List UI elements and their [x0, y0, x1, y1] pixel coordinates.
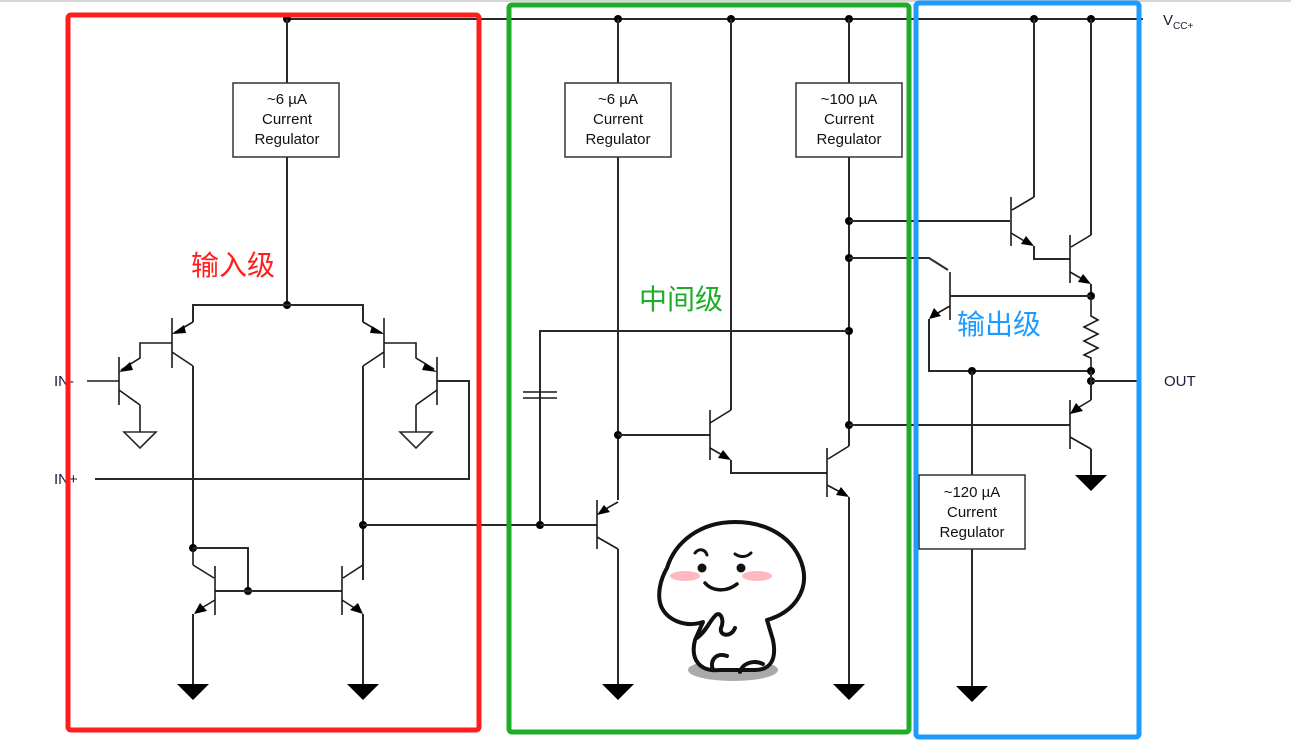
top-border — [0, 0, 1291, 2]
svg-text:Current: Current — [593, 111, 644, 128]
svg-text:Regulator: Regulator — [939, 524, 1004, 541]
regulator-middle-2: ~100 µA Current Regulator — [816, 91, 881, 148]
sticker-eye — [697, 563, 707, 573]
svg-text:Regulator: Regulator — [585, 131, 650, 148]
ground-symbol — [956, 686, 988, 702]
ground-symbol — [122, 431, 158, 450]
svg-text:Regulator: Regulator — [254, 131, 319, 148]
ground-symbol — [1075, 475, 1107, 491]
regulator-box-output — [918, 474, 1026, 550]
out-label: OUT — [1164, 373, 1196, 390]
svg-text:Regulator: Regulator — [816, 131, 881, 148]
sticker-body — [657, 520, 807, 673]
ground-symbol — [177, 684, 209, 700]
output-stage-circuit — [918, 19, 1137, 702]
in-minus-label: IN- — [54, 373, 74, 390]
sticker-mouth — [703, 581, 739, 592]
svg-text:Current: Current — [947, 504, 998, 521]
regulator-output: ~120 µA Current Regulator — [939, 484, 1004, 541]
input-stage-label: 输入级 — [191, 249, 275, 282]
sticker-hand — [695, 612, 737, 640]
vcc-label: VCC+ — [1163, 12, 1193, 32]
regulator-box-middle-2 — [795, 82, 903, 158]
ground-symbol — [398, 431, 434, 450]
regulator-middle-1: ~6 µA Current Regulator — [585, 91, 650, 148]
svg-text:~6 µA: ~6 µA — [267, 91, 307, 108]
svg-text:~6 µA: ~6 µA — [598, 91, 638, 108]
input-stage-circuit — [87, 19, 540, 700]
sticker-eye — [736, 563, 746, 573]
input-stage-box — [65, 12, 482, 733]
ground-symbol — [347, 684, 379, 700]
ground-symbol — [833, 684, 865, 700]
regulator-input: ~6 µA Current Regulator — [254, 91, 319, 148]
ground-symbol — [602, 684, 634, 700]
svg-text:~100 µA: ~100 µA — [821, 91, 878, 108]
regulator-box-middle-1 — [564, 82, 672, 158]
middle-stage-label: 中间级 — [639, 283, 723, 316]
output-stage-label: 输出级 — [957, 308, 1041, 341]
sticker-blush — [670, 571, 700, 581]
thinking-sticker — [657, 520, 807, 681]
middle-stage-circuit — [523, 19, 1070, 700]
output-stage-box — [913, 0, 1142, 740]
svg-text:Current: Current — [824, 111, 875, 128]
sticker-blush — [742, 571, 772, 581]
svg-text:Current: Current — [262, 111, 313, 128]
middle-stage-box — [506, 2, 912, 735]
svg-text:~120 µA: ~120 µA — [944, 484, 1001, 501]
